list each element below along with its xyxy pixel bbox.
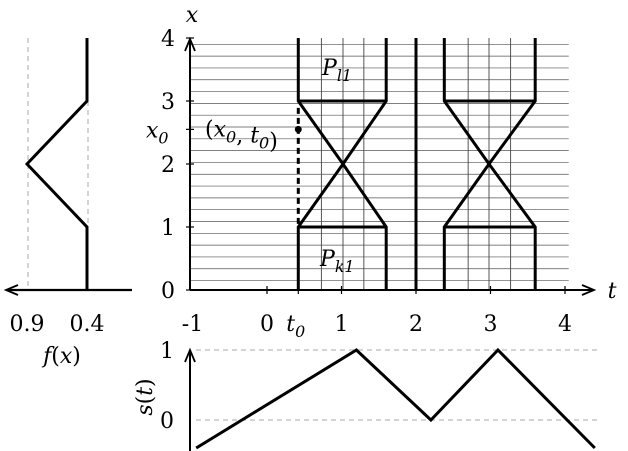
lower-region-label: Pk1 xyxy=(319,247,354,276)
left-axis-arrow xyxy=(3,284,19,296)
upper-region-label: Pl1 xyxy=(321,56,352,85)
f-profile-line xyxy=(24,38,89,290)
y-tick-label: 3 xyxy=(161,90,175,115)
y-tick-label: 1 xyxy=(161,216,175,241)
t-tick-label: 4 xyxy=(558,312,572,337)
f-tick-label: 0.4 xyxy=(70,312,105,337)
point-label: (x0, t0) xyxy=(205,117,278,154)
f-tick-label: 0.9 xyxy=(10,312,45,337)
y-tick-label: 2 xyxy=(161,153,175,178)
t-tick-label: 3 xyxy=(484,312,498,337)
bottom-plot: 0 1s(t) xyxy=(133,339,600,451)
boundary-line xyxy=(442,38,491,290)
x-axis-arrow xyxy=(184,36,196,52)
t-axis-arrow xyxy=(581,284,597,296)
t-tick-label: 1 xyxy=(335,312,349,337)
t0-tick-label: t0 xyxy=(286,312,305,341)
boundary-line xyxy=(487,38,537,290)
x-axis-label: x xyxy=(186,3,199,28)
t-axis-label: t xyxy=(608,279,617,304)
t-tick-label: 0 xyxy=(260,312,274,337)
f-axis-label: f(x) xyxy=(41,344,81,369)
point-marker xyxy=(294,125,302,133)
t-tick-label: -1 xyxy=(182,312,203,337)
boundary-line xyxy=(341,38,388,290)
y-tick-label: 0 xyxy=(161,279,175,304)
s-profile-line xyxy=(195,347,596,450)
t-tick-label: 2 xyxy=(409,312,423,337)
s-axis-arrow xyxy=(184,347,196,363)
y-tick-label: 4 xyxy=(161,27,175,52)
x0-tick-label: x0 xyxy=(146,118,169,147)
left-plot: 0.9 0.4 f(x) xyxy=(3,38,132,369)
grid-lines xyxy=(190,38,569,290)
region-boundaries xyxy=(296,38,537,290)
s-tick-label: 1 xyxy=(160,339,174,364)
s-tick-label: 0 xyxy=(160,409,174,434)
s-axis-label: s(t) xyxy=(133,378,158,415)
